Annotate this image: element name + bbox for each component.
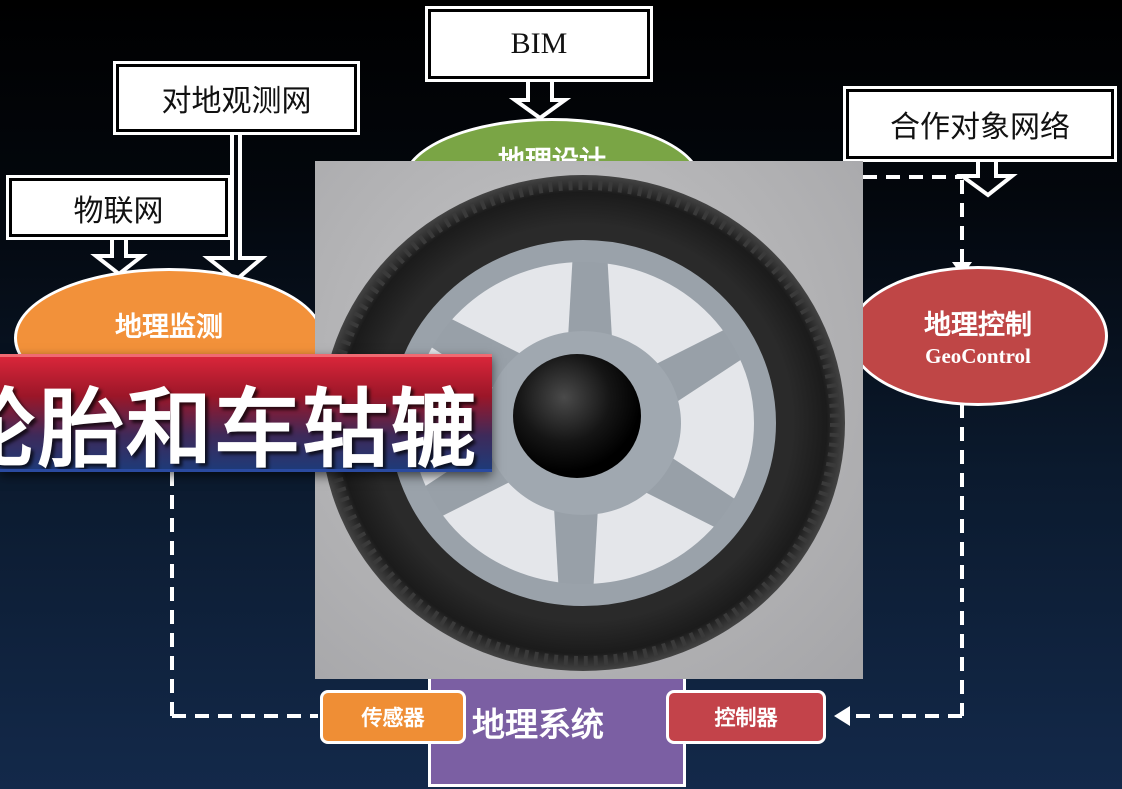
controller-label: 控制器 <box>714 706 778 730</box>
earth-observation-label: 对地观测网 <box>161 84 312 119</box>
partner-network-box: 合作对象网络 <box>843 86 1117 162</box>
geo-system-box <box>428 675 686 787</box>
bim-box: BIM <box>425 6 653 82</box>
controller-tag: 控制器 <box>666 690 826 744</box>
bim-label: BIM <box>510 27 568 60</box>
geo-control-label: 地理控制 <box>924 310 1032 341</box>
geo-system-label: 地理系统 <box>472 705 604 744</box>
partner-network-label: 合作对象网络 <box>890 110 1070 145</box>
banner-title: 轮胎和车轱辘 <box>0 380 478 472</box>
geo-control-ellipse: 地理控制 GeoControl <box>848 266 1108 406</box>
title-banner: 轮胎和车轱辘 <box>0 354 492 472</box>
iot-label: 物联网 <box>73 193 164 229</box>
sensor-tag: 传感器 <box>320 690 466 744</box>
wheel-image <box>321 175 845 671</box>
geo-control-en-label: GeoControl <box>925 344 1031 368</box>
earth-observation-box: 对地观测网 <box>113 61 360 135</box>
iot-box: 物联网 <box>6 175 231 240</box>
geo-monitor-label: 地理监测 <box>115 312 223 343</box>
wheel-photo <box>315 161 863 679</box>
sensor-label: 传感器 <box>361 706 425 730</box>
